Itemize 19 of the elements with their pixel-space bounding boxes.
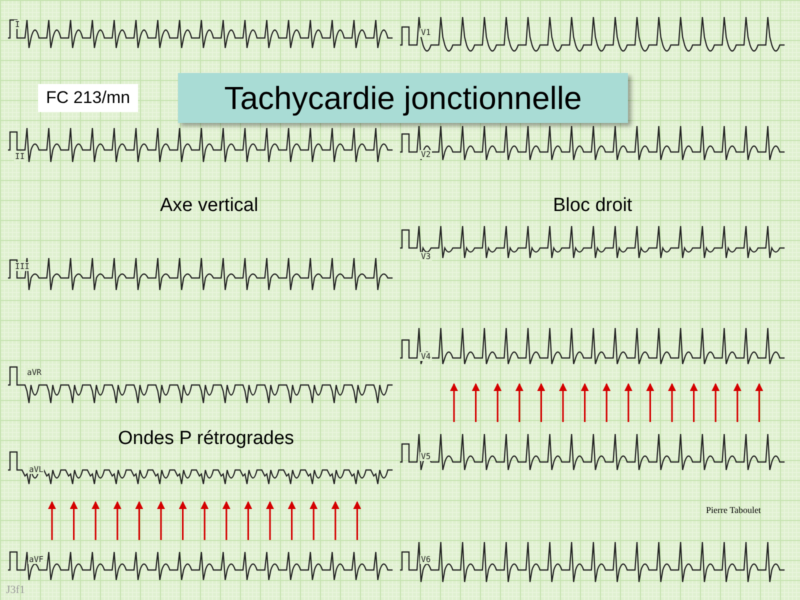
lead-label: V6 [420,555,432,564]
lead-label: V5 [420,452,432,461]
annotation-text: Axe vertical [160,195,258,217]
annotation-text: Ondes P rétrogrades [118,428,294,450]
title-banner: Tachycardie jonctionnelle [178,73,628,123]
lead-label: I [14,20,21,29]
lead-label: V4 [420,352,432,361]
annotation-text: Bloc droit [553,195,632,217]
lead-label: aVF [28,555,44,564]
lead-label: III [14,262,30,271]
lead-label: aVL [28,465,44,474]
lead-label: aVR [26,368,42,377]
lead-label: V3 [420,252,432,261]
lead-label: V1 [420,28,432,37]
heart-rate-label: FC 213/mn [38,84,138,112]
lead-label: II [14,152,26,161]
author-credit: Pierre Taboulet [706,505,761,515]
lead-label: V2 [420,150,432,159]
figure-code: J3f1 [6,584,25,596]
